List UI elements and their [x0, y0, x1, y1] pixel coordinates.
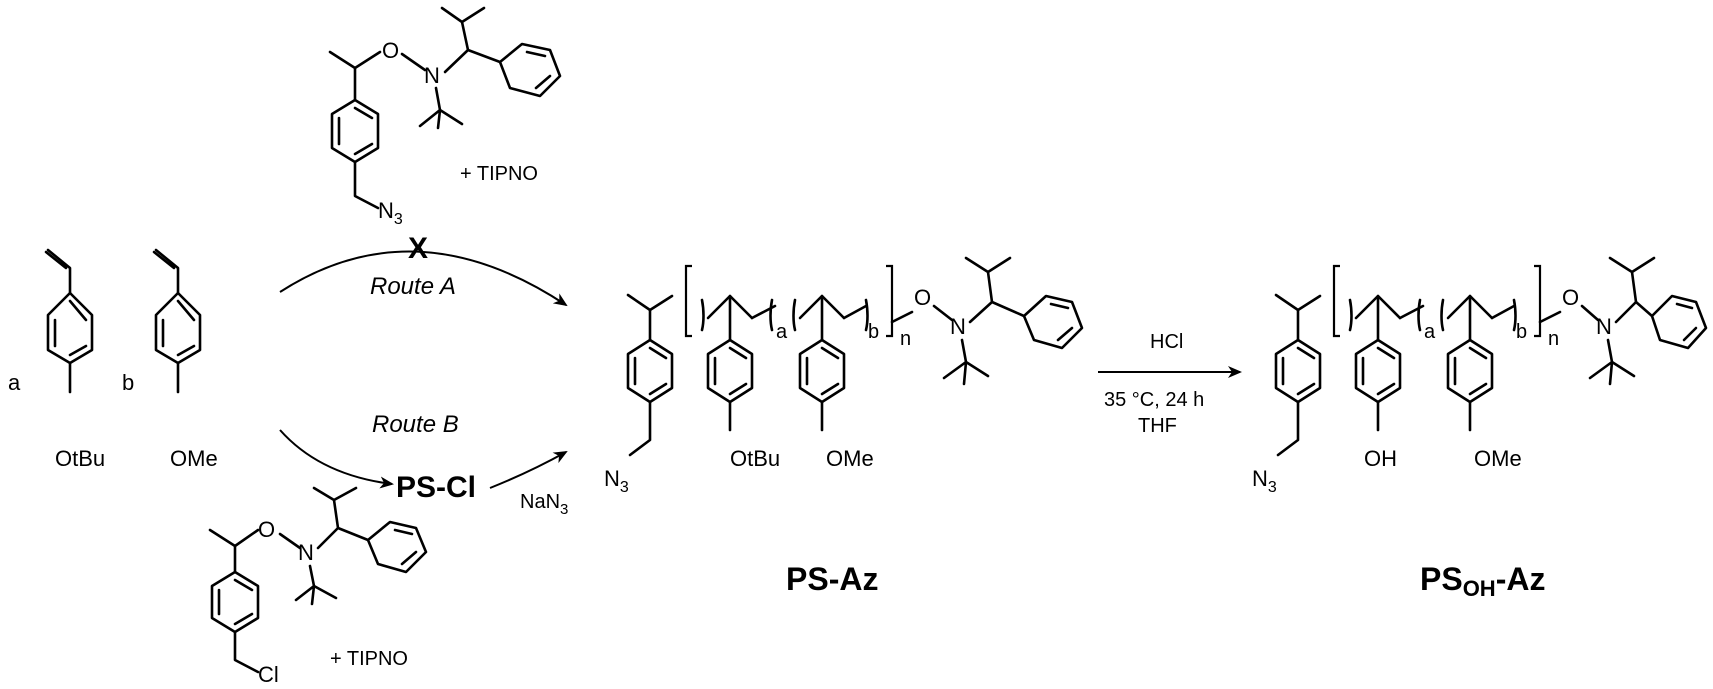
ps-az-sub-n: n [900, 328, 911, 350]
otbu-label-polymer: OtBu [730, 446, 780, 471]
ps-az-title: PS-Az [786, 561, 878, 597]
hcl-reaction-arrow: HCl 35 °C, 24 h THF [1098, 331, 1242, 437]
ome-label-polymer: OMe [826, 446, 874, 471]
monomer-methoxy-styrene: OMe b [122, 248, 218, 471]
initiator-top-n-label: N [424, 63, 440, 88]
otbu-label-monomer: OtBu [55, 446, 105, 471]
ps-az-o-label: O [914, 285, 931, 310]
monomer-tbu-styrene: OtBu a [8, 248, 105, 471]
route-b-label: Route B [372, 411, 459, 438]
azide-alkoxyamine-initiator: O N N3 + TIPNO [328, 6, 562, 228]
ps-oh-az-sub-b: b [1516, 321, 1527, 343]
ps-az-sub-b: b [868, 321, 879, 343]
ps-az-n-label: N [950, 314, 966, 339]
route-a-blocked-mark: X [408, 232, 428, 265]
ps-oh-az-sub-n: n [1548, 328, 1559, 350]
ps-oh-az-n-label: N [1596, 314, 1612, 339]
route-a-label: Route A [370, 273, 456, 300]
ome-label-polymer-2: OMe [1474, 446, 1522, 471]
initiator-bottom-cl-label: Cl [258, 662, 279, 687]
coefficient-b: b [122, 370, 134, 395]
initiator-bottom-n-label: N [298, 540, 314, 565]
hcl-label: HCl [1150, 331, 1183, 353]
ps-cl-label: PS-Cl [396, 471, 476, 504]
route-b-arrows: Route B PS-Cl NaN3 [279, 411, 568, 518]
initiator-bottom-o-label: O [258, 517, 275, 542]
ome-label-monomer: OMe [170, 446, 218, 471]
ps-az-n3-label: N3 [604, 466, 629, 496]
ps-oh-az-sub-a: a [1424, 321, 1436, 343]
ps-oh-az-n3-label: N3 [1252, 466, 1277, 496]
ps-oh-az-title: PSOH-Az [1420, 561, 1545, 601]
ps-oh-az-o-label: O [1562, 285, 1579, 310]
nan3-reagent-label: NaN3 [520, 491, 568, 518]
ps-az-polymer: N3 OtBu a OMe b n O N PS-Az [604, 256, 1084, 597]
condition-temp-time: 35 °C, 24 h [1104, 389, 1204, 411]
oh-label-polymer: OH [1364, 446, 1397, 471]
route-a-arrow: X Route A [279, 232, 568, 307]
tipno-bottom-label: + TIPNO [330, 648, 408, 670]
initiator-top-o-label: O [382, 38, 399, 63]
ps-oh-az-polymer: N3 OH a OMe b n O N PSOH-Az [1252, 256, 1708, 601]
chloride-alkoxyamine-initiator: O N Cl + TIPNO [208, 486, 428, 687]
initiator-top-n3-label: N3 [378, 198, 403, 228]
coefficient-a: a [8, 370, 21, 395]
condition-solvent: THF [1138, 415, 1177, 437]
tipno-top-label: + TIPNO [460, 163, 538, 185]
ps-az-sub-a: a [776, 321, 788, 343]
